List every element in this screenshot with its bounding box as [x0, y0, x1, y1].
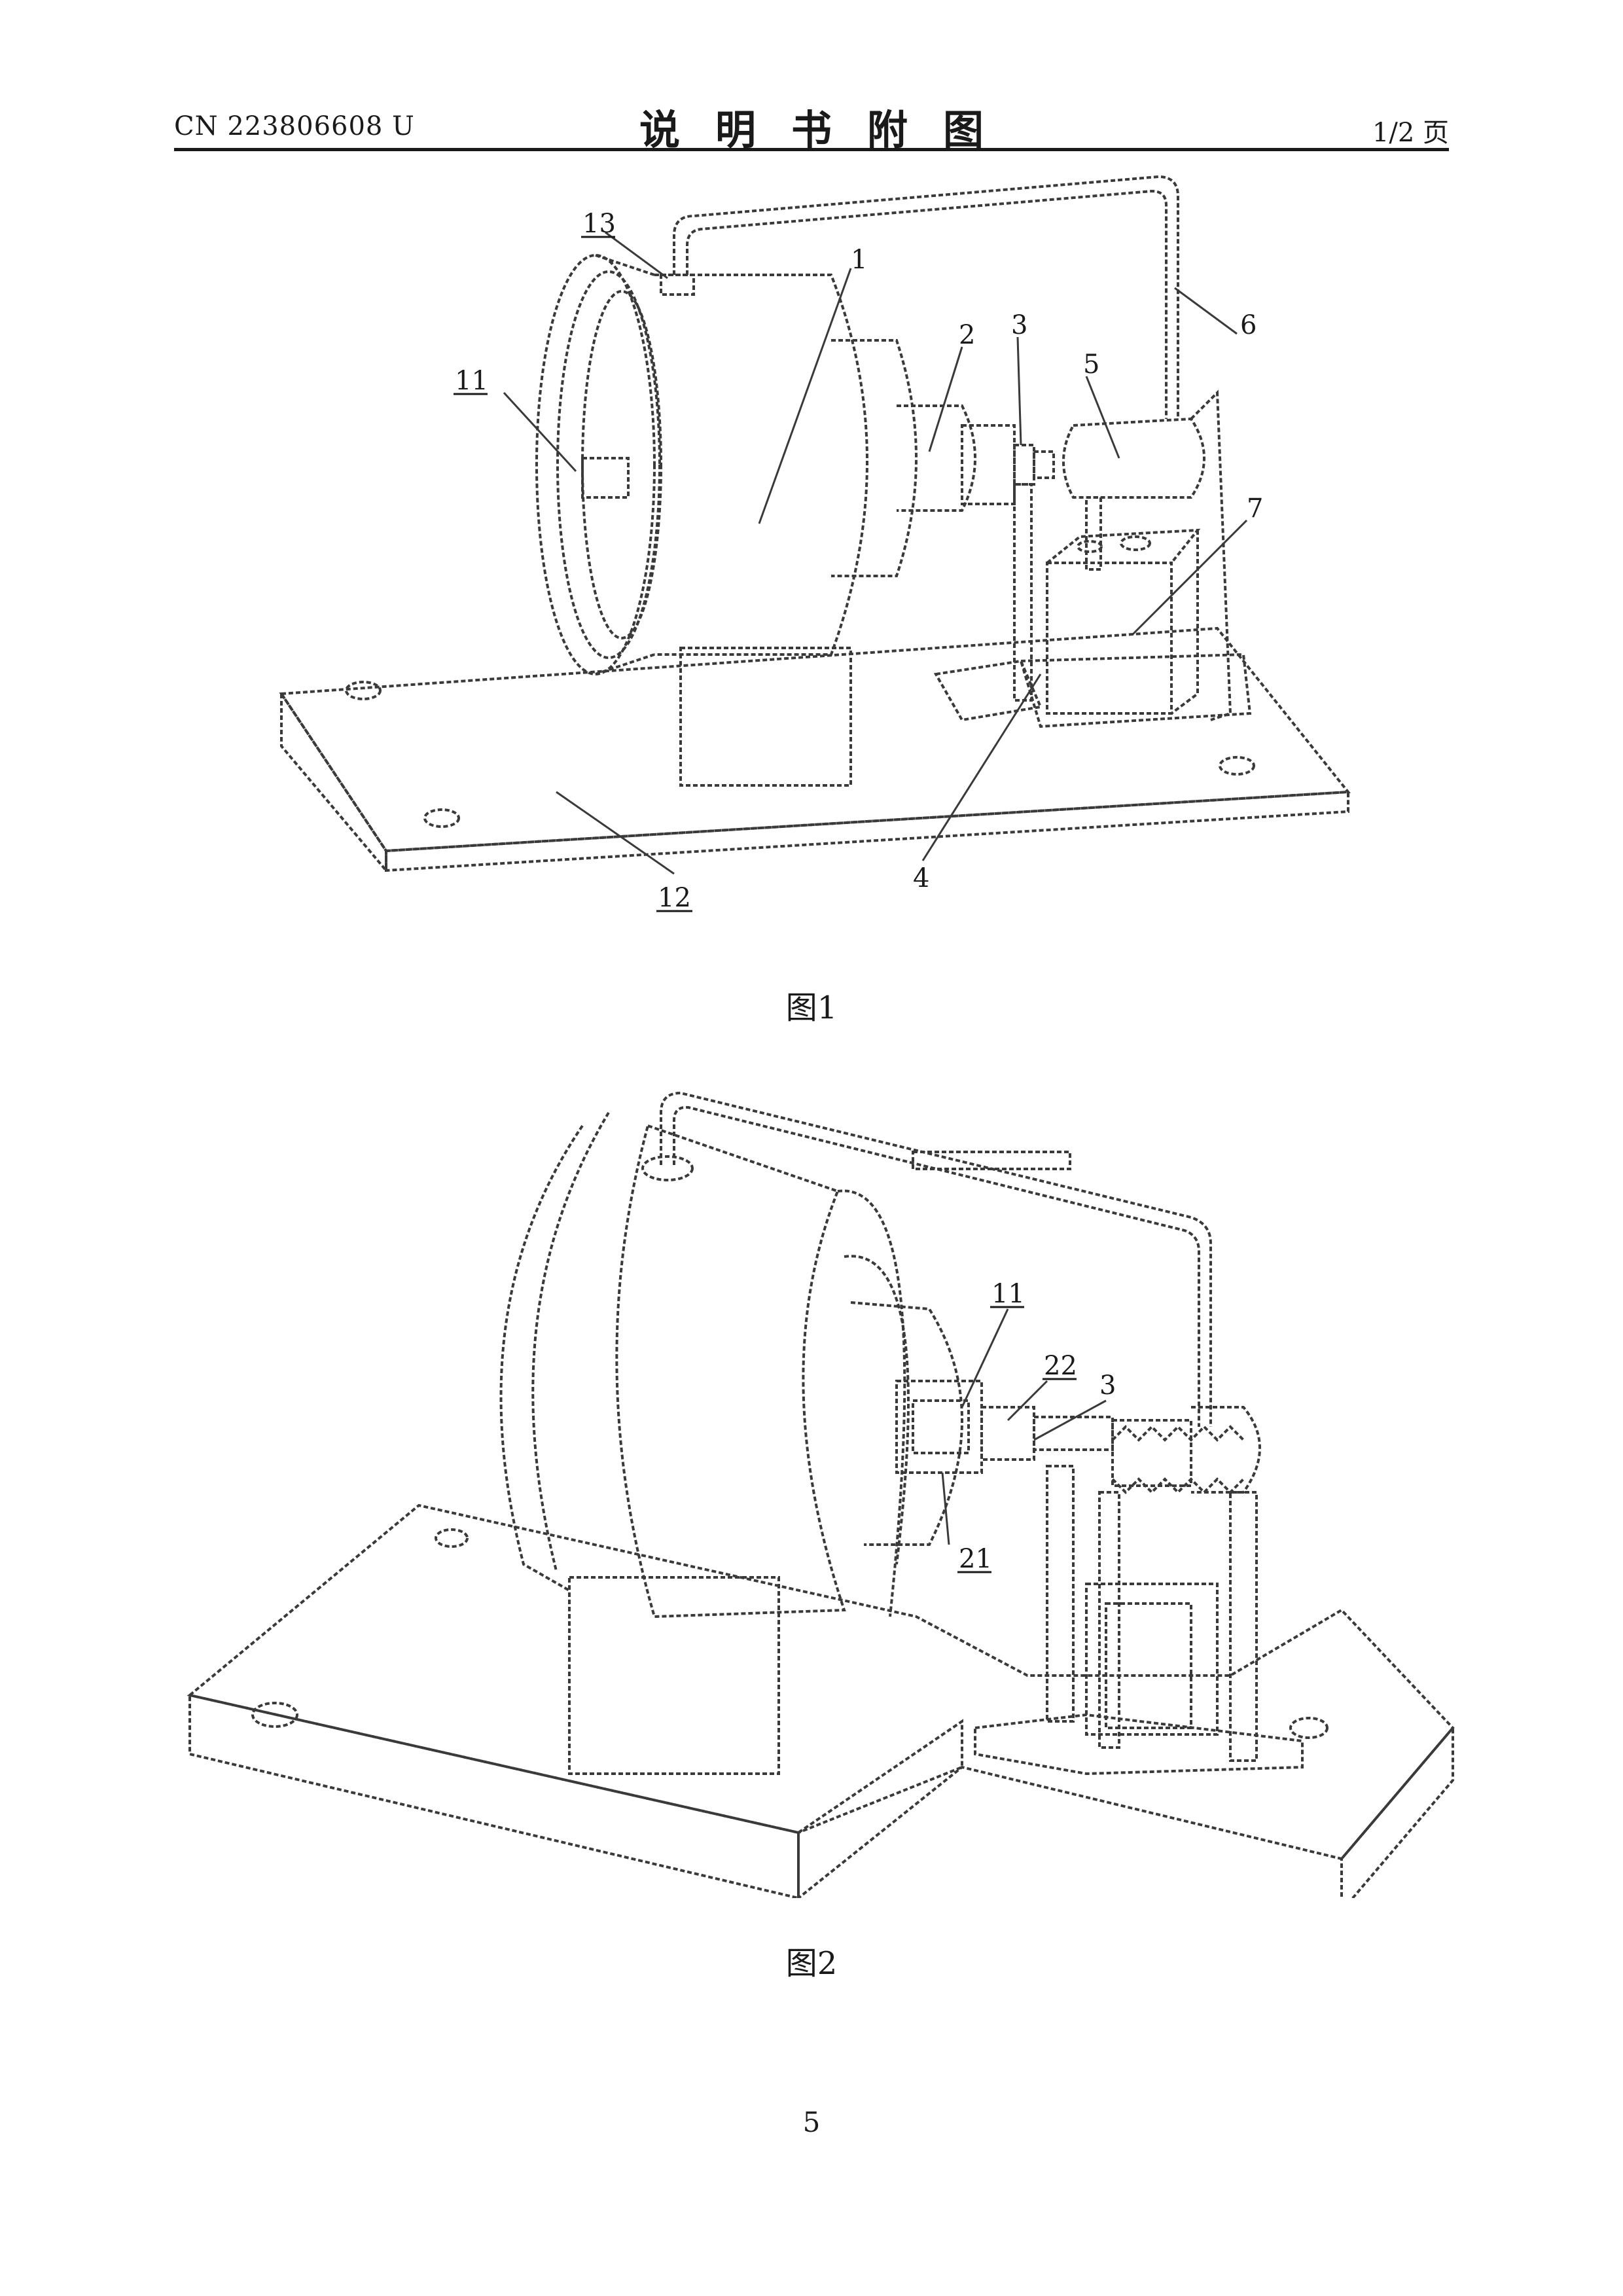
header-divider [174, 148, 1449, 151]
motor-housing [501, 1113, 962, 1774]
shaft-section [897, 1381, 1260, 1492]
fig2-label-22: 22 [1044, 1351, 1077, 1381]
base-plate [190, 1505, 1453, 1898]
page-number: 5 [0, 2106, 1623, 2138]
figure-1-drawing: 13 1 11 2 3 5 6 7 4 12 [0, 157, 1623, 1113]
fig1-label-6: 6 [1240, 310, 1257, 340]
lower-frame [975, 1466, 1302, 1774]
fig1-label-7: 7 [1247, 493, 1263, 524]
fig2-label-21: 21 [959, 1544, 992, 1574]
fig1-label-4: 4 [913, 863, 929, 893]
figure-2-caption: 图2 [0, 1937, 1623, 1983]
fig1-label-12: 12 [658, 883, 691, 913]
spline-teeth [1113, 1427, 1243, 1492]
fig1-label-11: 11 [455, 366, 488, 396]
pipe-6 [661, 177, 1178, 419]
fig2-label-3: 3 [1099, 1371, 1116, 1401]
fig1-label-5: 5 [1083, 350, 1099, 380]
figure-2-drawing: 11 22 3 21 [0, 1060, 1623, 1898]
leader-lines-fig1 [504, 232, 1247, 874]
coupling-2-3 [962, 425, 1054, 700]
leader-lines-fig2 [942, 1309, 1106, 1545]
figure-1-caption: 图1 [0, 982, 1623, 1028]
sensor-5 [1063, 393, 1230, 720]
fig2-label-11: 11 [991, 1279, 1025, 1309]
pipe-6-cutaway [643, 1093, 1211, 1427]
fig1-label-3: 3 [1011, 310, 1027, 340]
fig1-label-1: 1 [851, 245, 867, 275]
page-count: 1/2 页 [1372, 111, 1449, 149]
base-plate-12 [281, 628, 1348, 870]
flange-11 [537, 255, 661, 674]
fig1-label-13: 13 [582, 209, 616, 239]
motor-1 [654, 275, 975, 785]
support-plate-4 [936, 655, 1250, 726]
block-7 [1047, 530, 1198, 713]
fig1-label-2: 2 [959, 320, 975, 350]
